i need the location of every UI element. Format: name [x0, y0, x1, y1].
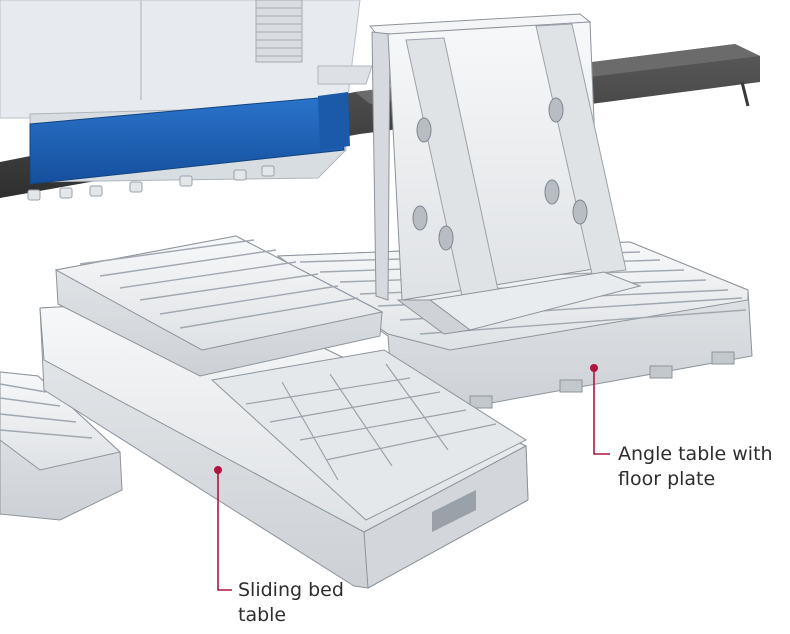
- platen-t-slots: [79, 239, 359, 329]
- leader-line-angle-table: [593, 368, 610, 455]
- sliding-bed-table: [39, 235, 529, 589]
- label-angle-table: Angle table with floor plate: [618, 443, 773, 490]
- leader-angle-table: [590, 364, 610, 455]
- angle-plate-holes: [412, 97, 588, 251]
- bellows-cover: [255, 0, 303, 63]
- leader-sliding-bed: [214, 466, 232, 591]
- machine-column: [0, 0, 373, 119]
- label-sliding-bed-table: Sliding bed table: [238, 579, 344, 626]
- leader-line-sliding-bed: [217, 470, 232, 591]
- blue-carriage: [27, 92, 350, 201]
- left-partial-table: [0, 371, 123, 521]
